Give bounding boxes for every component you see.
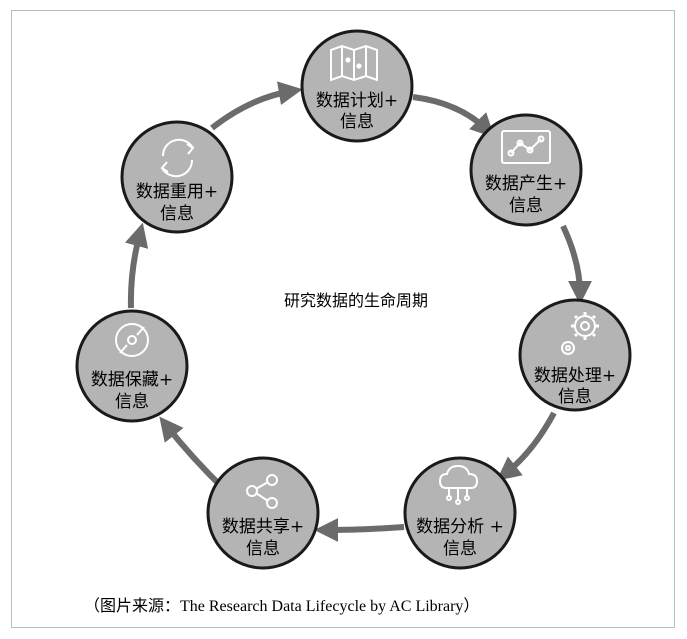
stage-process-line2: 信息 <box>558 387 592 407</box>
stage-analyze-line2: 信息 <box>443 539 477 559</box>
share-icon <box>246 474 278 509</box>
stage-preserve: 数据保藏+ 信息 <box>75 309 189 423</box>
map-icon <box>330 44 378 82</box>
stage-analyze: 数据分析 + 信息 <box>403 456 517 570</box>
stage-plan-line2: 信息 <box>340 112 374 132</box>
arrow-reuse-to-plan <box>210 81 303 131</box>
stage-reuse-line2: 信息 <box>160 204 194 224</box>
arrow-analyze-to-share <box>314 517 405 542</box>
arrow-share-to-preserve <box>159 416 228 493</box>
arrow-preserve-to-reuse <box>124 222 149 309</box>
arrow-generate-to-process <box>560 224 592 305</box>
cloud-network-icon <box>438 464 479 505</box>
center-label: 研究数据的生命周期 <box>284 291 428 310</box>
stage-process: 数据处理+ 信息 <box>518 298 632 412</box>
stage-analyze-line1: 数据分析 + <box>416 517 504 537</box>
stage-preserve-line2: 信息 <box>115 392 149 412</box>
stage-plan-line1: 数据计划+ <box>316 91 398 111</box>
stage-generate: 数据产生+ 信息 <box>469 113 583 227</box>
stage-preserve-line1: 数据保藏+ <box>91 370 173 390</box>
chart-screen-icon <box>501 130 551 164</box>
stage-generate-line1: 数据产生+ <box>485 174 567 194</box>
arrow-plan-to-generate <box>412 94 495 138</box>
disc-icon <box>115 323 149 357</box>
gears-icon <box>561 312 599 355</box>
stage-reuse: 数据重用+ 信息 <box>120 120 234 234</box>
arrow-process-to-analyze <box>496 411 557 481</box>
figure-caption: （图片来源：The Research Data Lifecycle by AC … <box>84 598 480 615</box>
stage-share: 数据共享+ 信息 <box>206 456 320 570</box>
stage-reuse-line1: 数据重用+ <box>136 182 218 202</box>
stage-share-line2: 信息 <box>246 539 280 559</box>
stage-plan: 数据计划+ 信息 <box>300 29 414 143</box>
stage-generate-line2: 信息 <box>509 196 543 216</box>
stage-share-line1: 数据共享+ <box>222 517 304 537</box>
refresh-icon <box>160 138 195 178</box>
stage-process-line1: 数据处理+ <box>534 366 616 386</box>
